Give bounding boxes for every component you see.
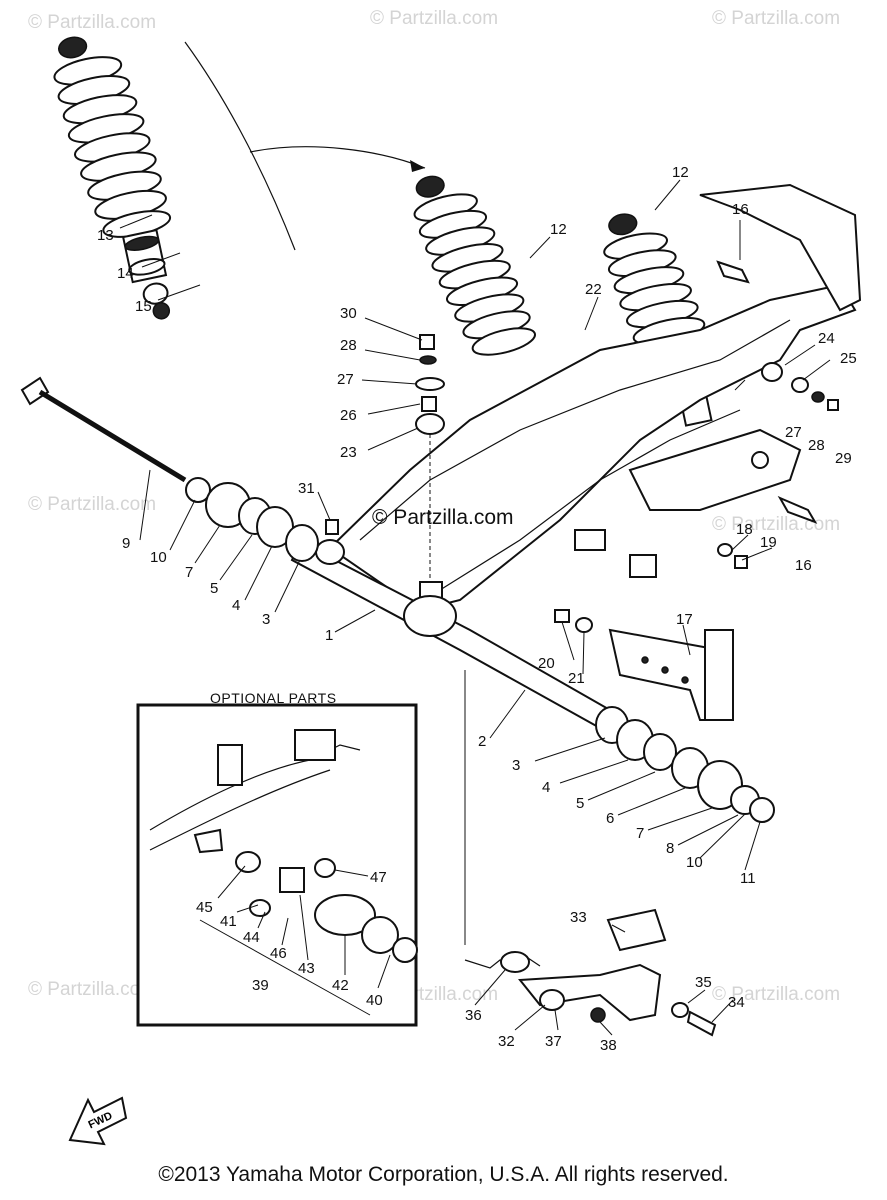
detached-shock-absorber — [53, 36, 172, 320]
callout-3-left: 3 — [262, 611, 270, 628]
watermark-top-left: © Partzilla.com — [28, 12, 156, 33]
callout-4-left: 4 — [232, 597, 240, 614]
callout-16-bottom: 16 — [795, 557, 812, 574]
leader-lines — [119, 179, 831, 1036]
callout-43: 43 — [298, 960, 315, 977]
callout-24: 24 — [818, 330, 835, 347]
callout-26: 26 — [340, 407, 357, 424]
callout-10-right: 10 — [686, 854, 703, 871]
callout-35: 35 — [695, 974, 712, 991]
bearing-stack-right — [595, 706, 775, 823]
callout-37: 37 — [545, 1033, 562, 1050]
callout-8: 8 — [666, 840, 674, 857]
callout-42: 42 — [332, 977, 349, 994]
callout-30: 30 — [340, 305, 357, 322]
callout-17: 17 — [676, 611, 693, 628]
callout-29: 29 — [835, 450, 852, 467]
callout-27-right: 27 — [785, 424, 802, 441]
callout-46: 46 — [270, 945, 287, 962]
callout-45: 45 — [196, 899, 213, 916]
callout-23: 23 — [340, 444, 357, 461]
chain-guard-bracket — [608, 628, 734, 721]
callout-21: 21 — [568, 670, 585, 687]
callout-16-top: 16 — [732, 201, 749, 218]
center-watermark: © Partzilla.com — [372, 506, 514, 529]
bearing-stack-left — [185, 477, 319, 562]
callout-1: 1 — [325, 627, 333, 644]
callout-20: 20 — [538, 655, 555, 672]
callout-3-right: 3 — [512, 757, 520, 774]
callout-9: 9 — [122, 535, 130, 552]
fasteners — [325, 260, 839, 633]
fwd-arrow-icon: FWD — [68, 1096, 128, 1146]
callout-5-left: 5 — [210, 580, 218, 597]
optional-parts-box: OPTIONAL PARTS — [136, 690, 418, 1027]
callout-4-right: 4 — [542, 779, 550, 796]
callout-33: 33 — [570, 909, 587, 926]
callout-18: 18 — [736, 521, 753, 538]
callout-13: 13 — [97, 227, 114, 244]
callout-25: 25 — [840, 350, 857, 367]
copyright-notice: ©2013 Yamaha Motor Corporation, U.S.A. A… — [158, 1163, 729, 1186]
swing-arm — [328, 183, 862, 612]
watermark-mid-right: © Partzilla.com — [712, 514, 840, 535]
watermark-top-center: © Partzilla.com — [370, 8, 498, 29]
pivot-shaft — [20, 376, 612, 730]
callout-31: 31 — [298, 480, 315, 497]
callout-34: 34 — [728, 994, 745, 1011]
optional-parts-title: OPTIONAL PARTS — [210, 690, 337, 706]
callout-27-left: 27 — [337, 371, 354, 388]
callout-32: 32 — [498, 1033, 515, 1050]
watermark-mid-left: © Partzilla.com — [28, 494, 156, 515]
watermark-top-right: © Partzilla.com — [712, 8, 840, 29]
callout-19: 19 — [760, 534, 777, 551]
callout-22: 22 — [585, 281, 602, 298]
callout-39: 39 — [252, 977, 269, 994]
callout-15: 15 — [135, 298, 152, 315]
callout-38: 38 — [600, 1037, 617, 1054]
callout-7-left: 7 — [185, 564, 193, 581]
reference-arrow — [184, 41, 296, 251]
callout-6: 6 — [606, 810, 614, 827]
callout-28-right: 28 — [808, 437, 825, 454]
callout-40: 40 — [366, 992, 383, 1009]
callout-12-left: 12 — [550, 221, 567, 238]
watermark-bottom-left: © Partzilla.com — [28, 979, 156, 1000]
stand-assembly — [464, 670, 717, 1037]
callout-2: 2 — [478, 733, 486, 750]
callout-labels: 13 14 15 12 12 16 22 30 28 27 26 23 24 2… — [97, 164, 857, 1054]
shock-absorber-left — [413, 175, 536, 356]
callout-5-right: 5 — [576, 795, 584, 812]
callout-44: 44 — [243, 929, 260, 946]
reference-arrow-2 — [249, 146, 426, 169]
callout-41: 41 — [220, 913, 237, 930]
callout-12-right: 12 — [672, 164, 689, 181]
callout-47: 47 — [370, 869, 387, 886]
callout-10-left: 10 — [150, 549, 167, 566]
callout-28-left: 28 — [340, 337, 357, 354]
watermark-bottom-right: © Partzilla.com — [712, 984, 840, 1005]
callout-14: 14 — [117, 265, 134, 282]
callout-11: 11 — [740, 870, 756, 887]
callout-7-right: 7 — [636, 825, 644, 842]
callout-36: 36 — [465, 1007, 482, 1024]
